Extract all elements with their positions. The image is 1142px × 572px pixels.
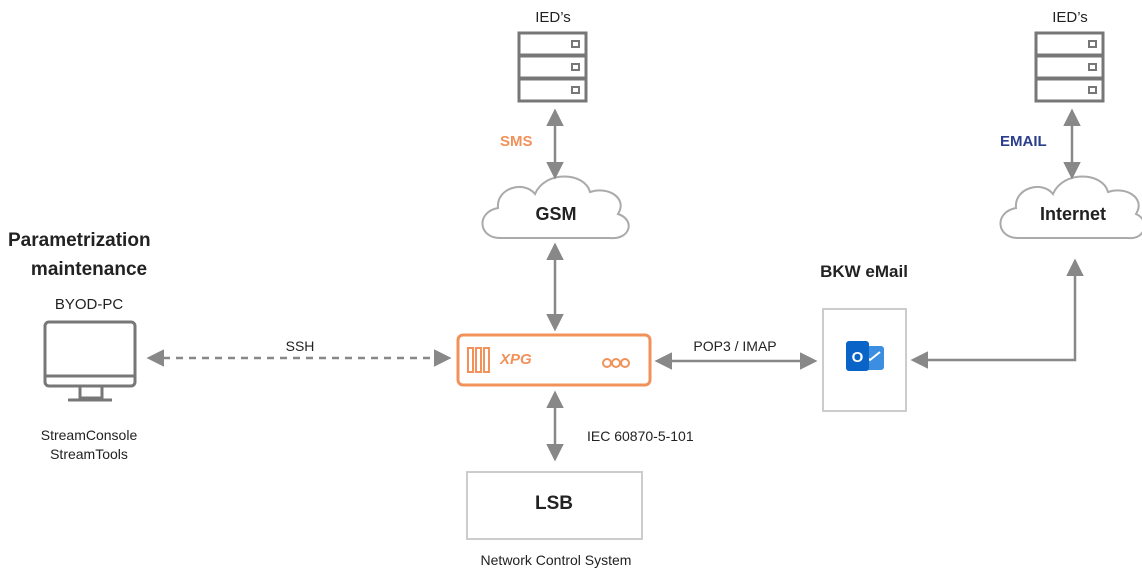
xpg-leds-icon bbox=[602, 358, 630, 368]
internet-label: Internet bbox=[1039, 204, 1107, 224]
maintenance-title-line2: maintenance bbox=[30, 259, 148, 280]
xpg-label: XPG bbox=[500, 351, 532, 368]
gsm-label: GSM bbox=[535, 204, 577, 224]
outlook-icon: O bbox=[846, 341, 884, 371]
ssh-label: SSH bbox=[285, 338, 315, 354]
tool-label-1: StreamConsole bbox=[40, 427, 138, 443]
server-stack-right-icon bbox=[1034, 31, 1105, 103]
iec-label: IEC 60870-5-101 bbox=[587, 428, 694, 444]
tool-label-2: StreamTools bbox=[50, 446, 128, 462]
sms-label: SMS bbox=[500, 133, 533, 150]
monitor-icon bbox=[43, 320, 137, 402]
ieds-right-label: IED’s bbox=[1052, 9, 1088, 26]
mail-title: BKW eMail bbox=[820, 262, 908, 281]
device-label: BYOD-PC bbox=[54, 296, 124, 313]
server-stack-left-icon bbox=[517, 31, 588, 103]
ieds-left-label: IED’s bbox=[535, 9, 571, 26]
lsb-box bbox=[466, 471, 643, 540]
pop3-label: POP3 / IMAP bbox=[693, 338, 777, 354]
xpg-bars-icon bbox=[467, 347, 490, 373]
svg-text:O: O bbox=[852, 349, 864, 366]
lsb-label: LSB bbox=[535, 493, 573, 514]
maintenance-title-line1: Parametrization bbox=[8, 230, 151, 251]
xpg-device bbox=[456, 333, 652, 387]
lsb-caption: Network Control System bbox=[480, 552, 632, 568]
internet-mail-link bbox=[910, 258, 1084, 369]
email-label: EMAIL bbox=[1000, 133, 1047, 150]
